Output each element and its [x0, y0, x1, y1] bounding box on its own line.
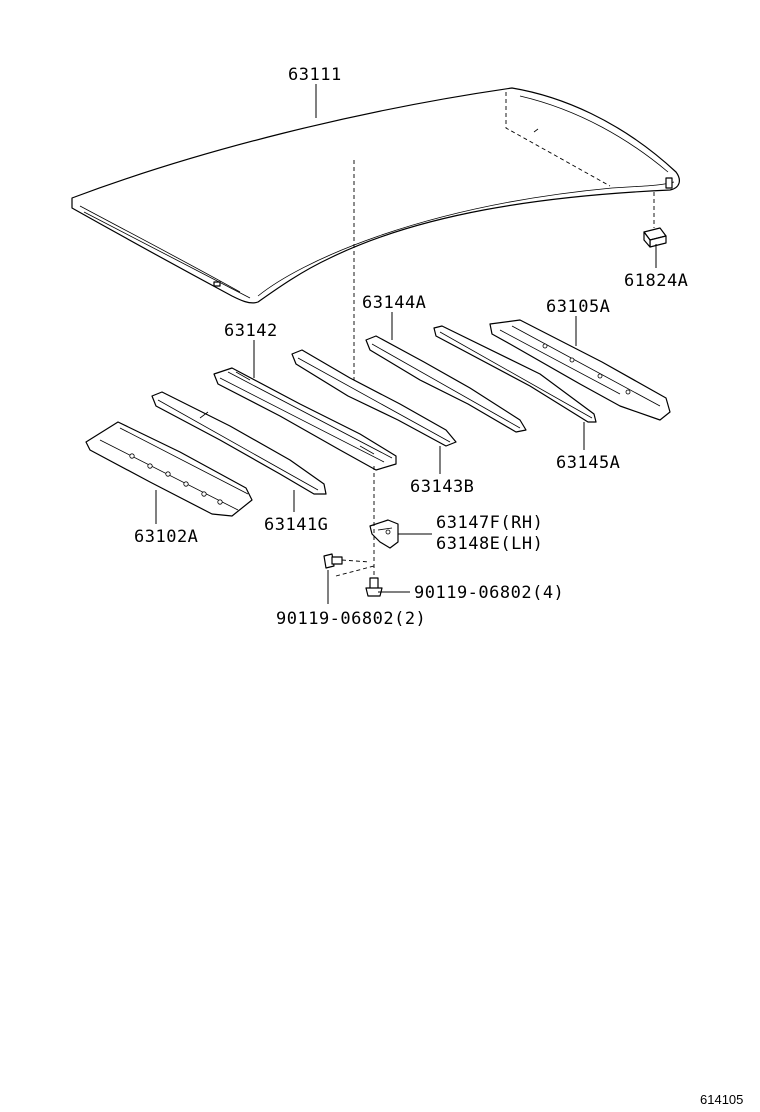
roof-bow-mid[interactable]: [291, 349, 457, 447]
roof-bow-center[interactable]: [213, 367, 397, 471]
roof-bow-front[interactable]: [151, 391, 327, 495]
front-header-panel[interactable]: [85, 421, 253, 517]
roof-bow-rear[interactable]: [365, 335, 527, 433]
label-roof-panel: 63111: [288, 65, 342, 85]
bolt-vertical[interactable]: [365, 466, 383, 597]
label-bow-front: 63141G: [264, 515, 328, 535]
label-bracket-lh: 63148E(LH): [436, 534, 543, 554]
roof-bow-front-rear[interactable]: [433, 325, 597, 423]
label-bow-rear: 63144A: [362, 293, 426, 313]
roof-panel[interactable]: [71, 87, 680, 304]
label-bow-front-rear: 63145A: [556, 453, 620, 473]
bolt-horizontal[interactable]: [323, 553, 375, 577]
label-rear-header: 63105A: [546, 297, 610, 317]
rear-header-panel[interactable]: [489, 319, 671, 421]
label-bracket-rh: 63147F(RH): [436, 513, 543, 533]
roof-bracket[interactable]: [369, 519, 399, 549]
figure-id: 614105: [700, 1092, 743, 1107]
label-bolt-a: 90119-06802(4): [414, 583, 564, 603]
label-clip: 61824A: [624, 271, 688, 291]
label-front-header: 63102A: [134, 527, 198, 547]
label-bow-mid: 63143B: [410, 477, 474, 497]
label-bow-center: 63142: [224, 321, 278, 341]
label-bolt-b: 90119-06802(2): [276, 609, 426, 629]
roof-clip[interactable]: [643, 192, 667, 248]
